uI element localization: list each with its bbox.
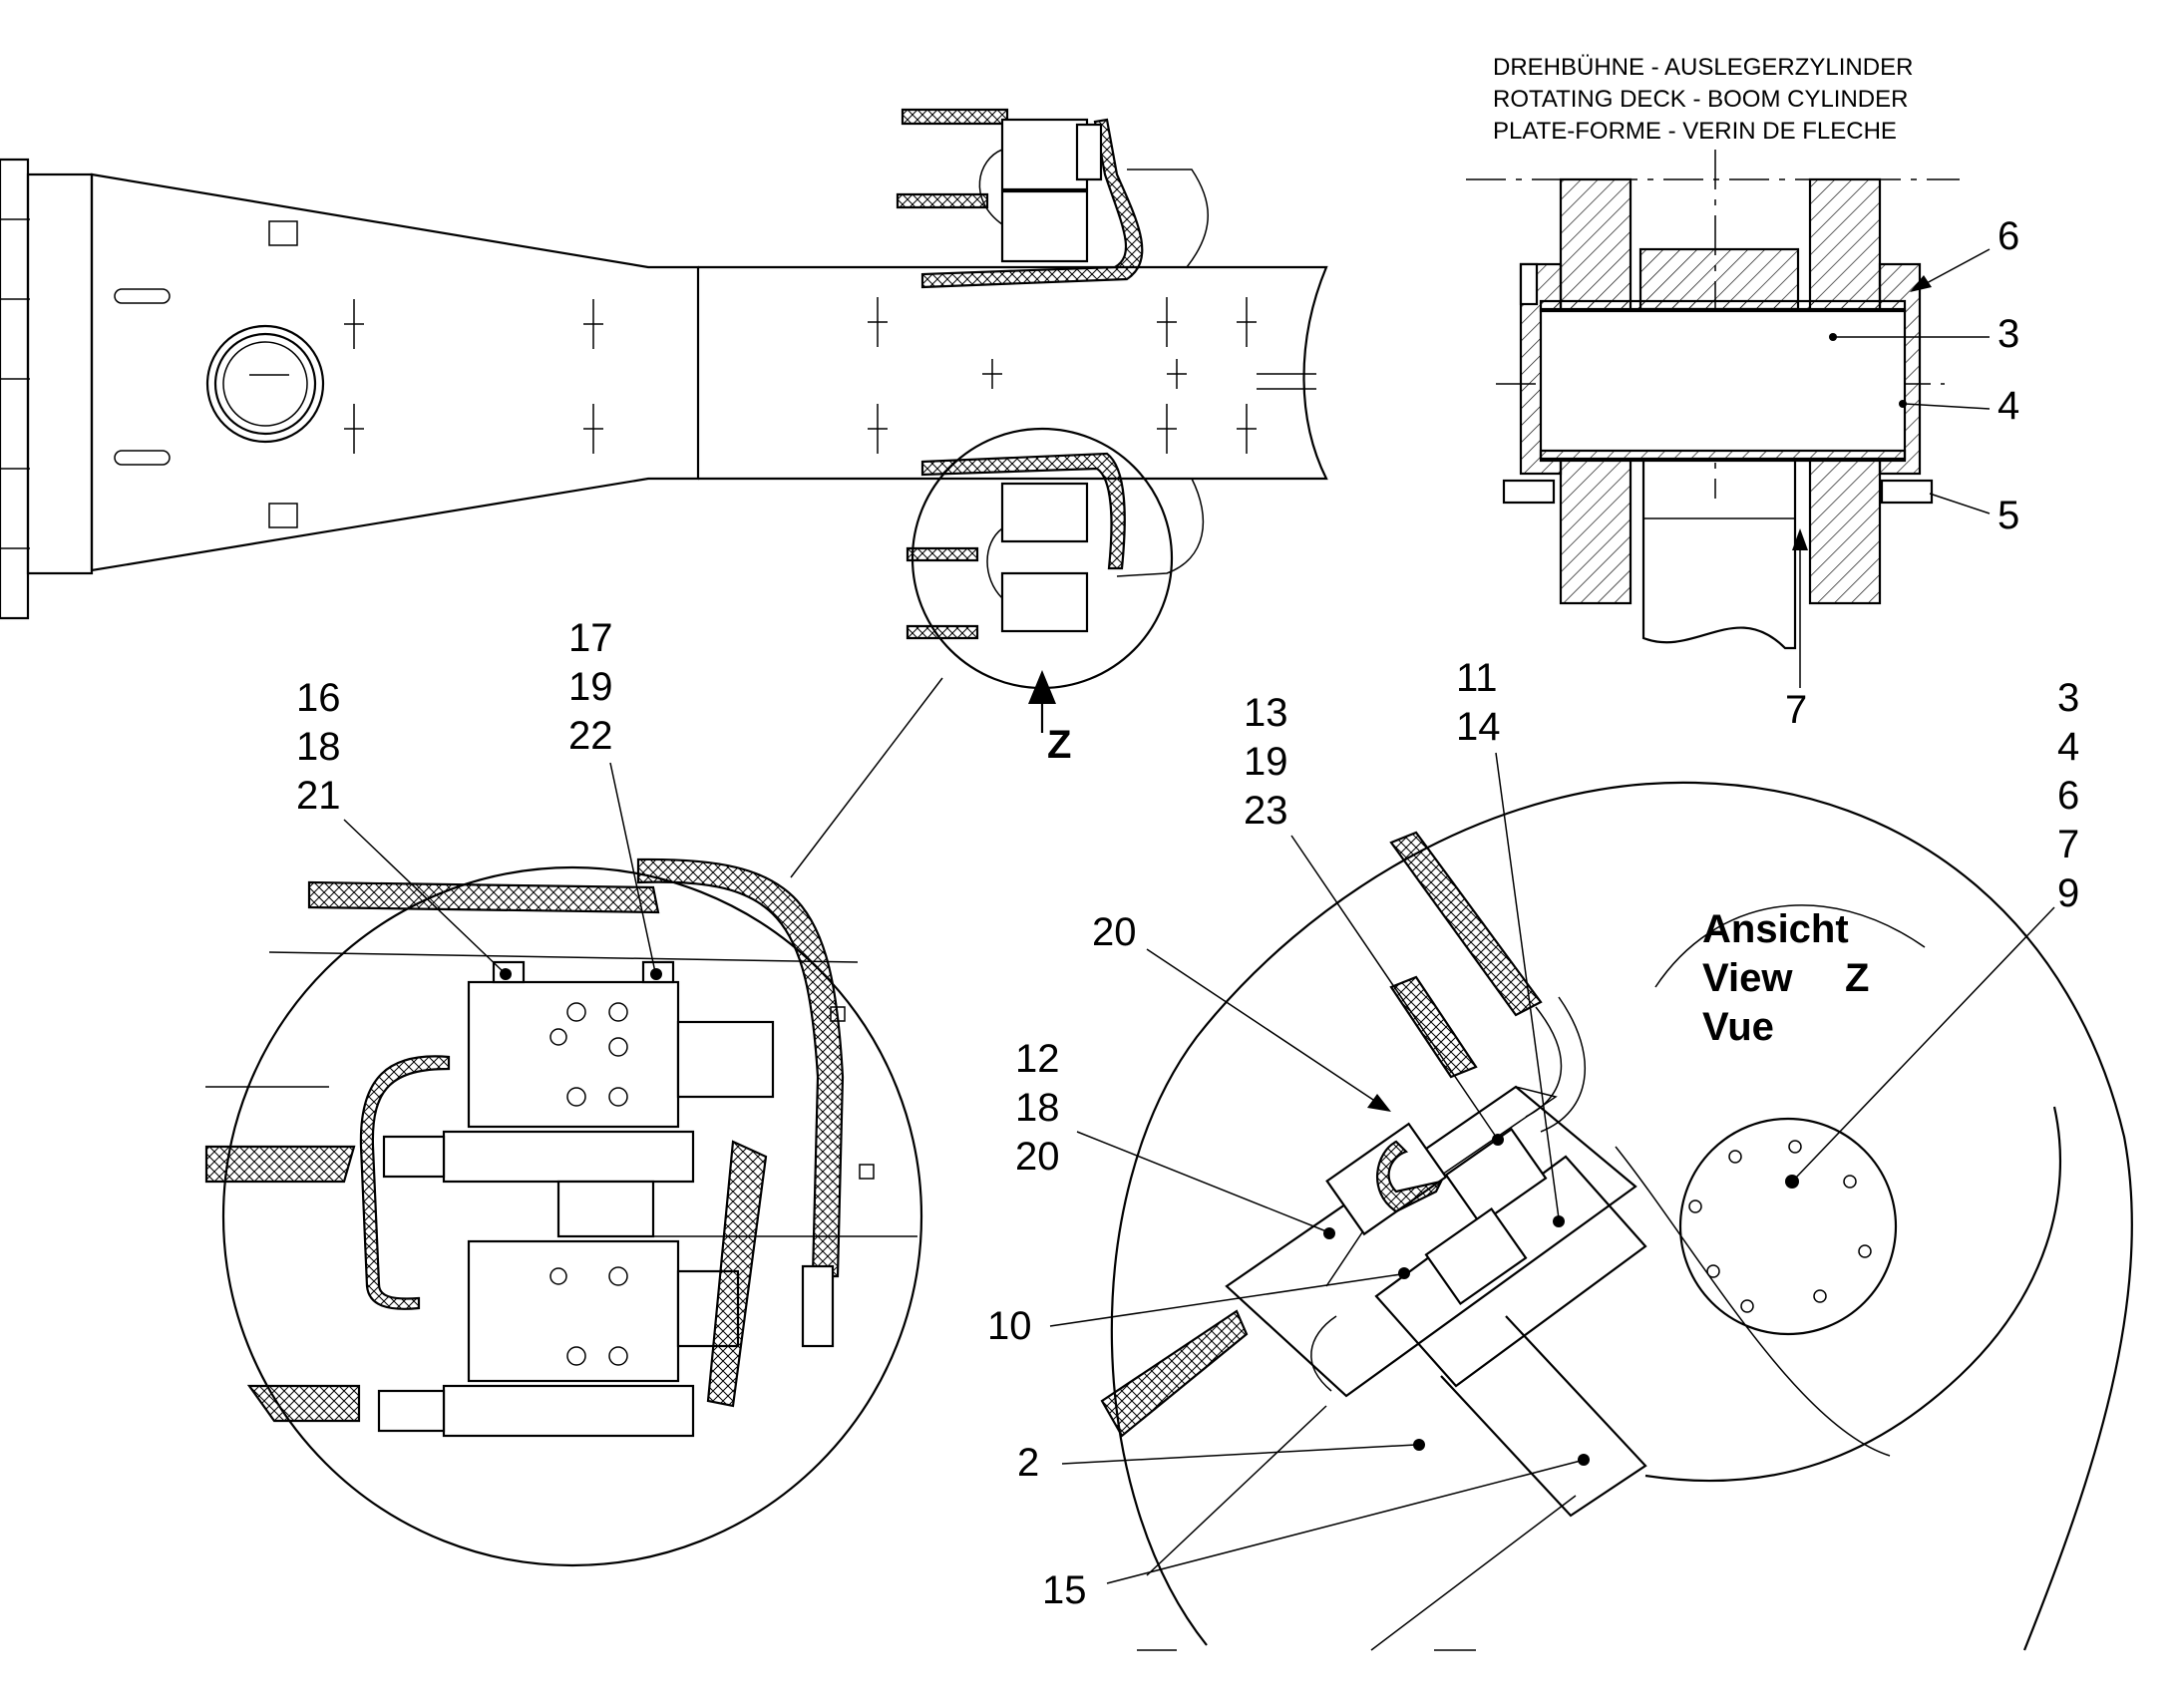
section-view: DREHBÜHNE - AUSLEGERZYLINDER ROTATING DE… [1466, 54, 2019, 732]
callout-17: 17 [568, 616, 613, 660]
callout-20: 20 [1092, 910, 1137, 954]
callout-19b: 19 [1244, 740, 1288, 784]
callout-21: 21 [296, 774, 341, 818]
callout-6: 6 [1998, 214, 2019, 258]
callout-7: 7 [1785, 688, 1807, 732]
view-label-letter: Z [1845, 956, 1869, 1000]
title-fr: PLATE-FORME - VERIN DE FLECHE [1493, 118, 1897, 145]
callout-15: 15 [1042, 1568, 1087, 1612]
callout-20b: 20 [1015, 1135, 1060, 1179]
view-label-fr: Vue [1702, 1005, 1774, 1049]
callout-4: 4 [1998, 384, 2019, 428]
callout-13: 13 [1244, 691, 1288, 735]
callout-14: 14 [1456, 705, 1501, 749]
callout-5: 5 [1998, 494, 2019, 537]
callout-2: 2 [1017, 1441, 1039, 1485]
view-z-marker: Z [1047, 723, 1071, 767]
callout-19: 19 [568, 665, 613, 709]
callout-10: 10 [987, 1304, 1032, 1348]
title-en: ROTATING DECK - BOOM CYLINDER [1493, 86, 1908, 113]
view-label-de: Ansicht [1702, 907, 1849, 951]
callout-3: 3 [1998, 312, 2019, 356]
callout-6b: 6 [2057, 774, 2079, 818]
callout-7b: 7 [2057, 823, 2079, 866]
callout-23: 23 [1244, 789, 1288, 833]
callout-12: 12 [1015, 1037, 1060, 1081]
callout-18b: 18 [1015, 1086, 1060, 1130]
view-label-en: View [1702, 956, 1793, 1000]
detail-right [1100, 781, 2133, 1651]
callout-22: 22 [568, 714, 613, 758]
callout-9: 9 [2057, 871, 2079, 915]
callout-4b: 4 [2057, 725, 2079, 769]
callout-11: 11 [1456, 656, 1498, 700]
callout-16: 16 [296, 676, 341, 720]
deck-overview: Z [0, 108, 1328, 878]
callout-18: 18 [296, 725, 341, 769]
callout-3b: 3 [2057, 676, 2079, 720]
title-de: DREHBÜHNE - AUSLEGERZYLINDER [1493, 54, 1913, 81]
detail-left [204, 857, 923, 1567]
